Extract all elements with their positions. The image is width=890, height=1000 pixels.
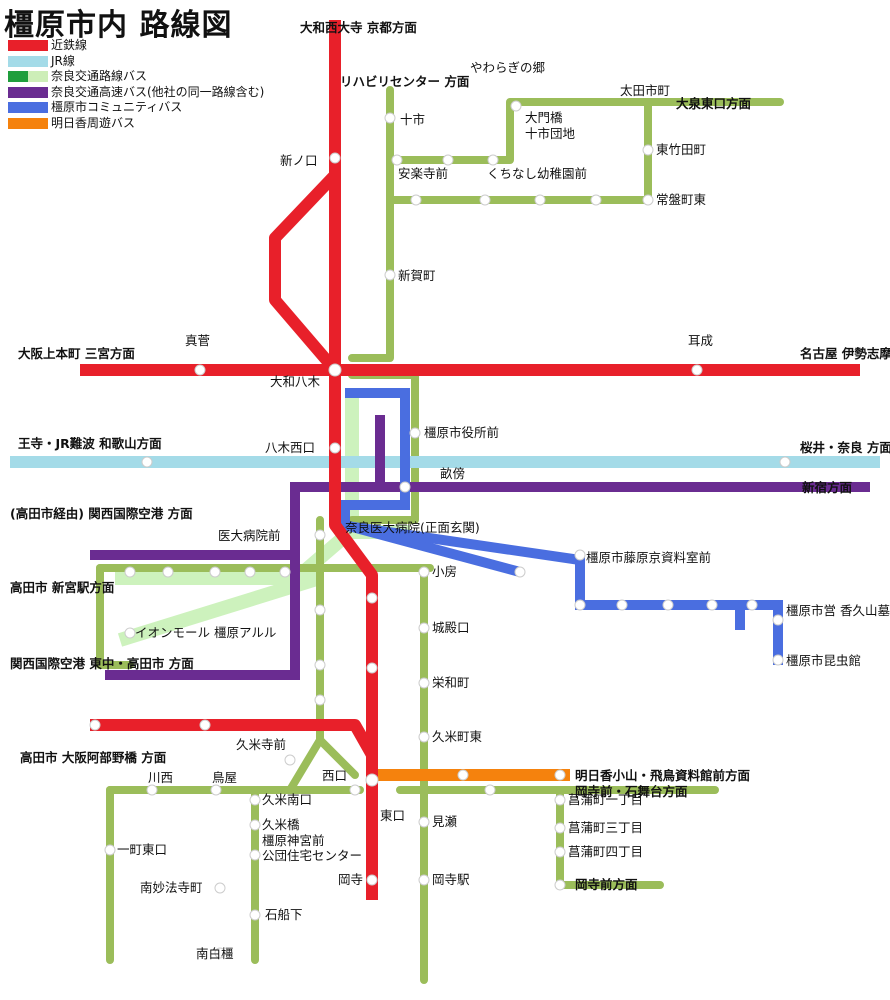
legend: 近鉄線 JR線 奈良交通路線バス 奈良交通高速バス(他社の同一路線含む) 橿原市… — [8, 38, 264, 131]
label-yagi-nishi: 八木西口 — [265, 440, 315, 455]
dir-okadera-mae: 岡寺前方面 — [575, 877, 638, 892]
label-toriya: 鳥屋 — [212, 770, 237, 785]
label-koudan: 公団住宅センター — [262, 848, 362, 863]
legend-swatch — [8, 86, 48, 98]
label-city-hall: 橿原市役所前 — [424, 425, 499, 440]
legend-swatch — [8, 40, 48, 52]
label-aeon: イオンモール 橿原アルル — [135, 625, 276, 640]
legend-label: 近鉄線 — [51, 38, 88, 52]
dir-kansai2: 関西国際空港 東中・高田市 方面 — [10, 656, 194, 671]
label-makan: 真菅 — [185, 333, 210, 348]
label-kume-bashi: 久米橋 — [262, 817, 300, 832]
dir-oizumi: 大泉東口方面 — [676, 96, 752, 111]
legend-label: 奈良交通高速バス(他社の同一路線含む) — [51, 84, 265, 99]
label-shobu-4: 菖蒲町四丁目 — [568, 844, 643, 859]
label-ichimachi: 一町東口 — [117, 842, 167, 857]
dir-osaka: 大阪上本町 三宮方面 — [18, 346, 135, 361]
label-kumedera: 久米寺前 — [236, 737, 286, 752]
label-anrakuji: 安楽寺前 — [398, 166, 448, 181]
label-obusa: 小房 — [432, 564, 457, 579]
legend-row-jr: JR線 — [8, 54, 264, 70]
legend-row-asuka: 明日香周遊バス — [8, 116, 264, 132]
label-boshi: 橿原市営 香久山墓園 — [786, 603, 890, 618]
label-daimonbashi: 大門橋 — [525, 110, 563, 125]
label-shinnokuchi: 新ノ口 — [280, 153, 318, 168]
label-ota: 太田市町 — [620, 83, 670, 98]
legend-swatch — [8, 117, 48, 129]
legend-row-highway: 奈良交通高速バス(他社の同一路線含む) — [8, 85, 264, 101]
label-jodenguchi: 城殿口 — [432, 620, 470, 635]
direction-labels: 大和西大寺 京都方面 リハビリセンター 方面 大泉東口方面 大阪上本町 三宮方面… — [10, 20, 890, 892]
station-labels: 新ノ口 十市 安楽寺前 くちなし幼稚園前 やわらぎの郷 太田市町 大門橋 十市団… — [117, 60, 890, 961]
label-tokiwa-higashi: 常盤町東 — [656, 192, 707, 207]
label-jingu-mae: 橿原神宮前 — [262, 833, 325, 848]
legend-label: JR線 — [51, 53, 75, 68]
label-minami-myoho: 南妙法寺町 — [140, 880, 203, 895]
label-kume-higashi: 久米町東 — [432, 729, 483, 744]
legend-swatch — [8, 71, 48, 83]
label-jikki-danchi: 十市団地 — [525, 126, 576, 141]
label-kume-minami: 久米南口 — [262, 792, 312, 807]
dir-nagoya: 名古屋 伊勢志摩方面 — [800, 346, 890, 361]
label-konchukan: 橿原市昆虫館 — [786, 653, 861, 668]
label-kuchinashi: くちなし幼稚園前 — [487, 166, 587, 181]
label-fujiwara: 橿原市藤原京資料室前 — [586, 550, 711, 565]
dir-saidaiji: 大和西大寺 京都方面 — [300, 20, 417, 35]
dir-rehab: リハビリセンター 方面 — [340, 74, 470, 89]
legend-label: 奈良交通路線バス — [51, 69, 148, 83]
dir-takada-shinguu: 高田市 新宮駅方面 — [10, 580, 115, 595]
label-nishiguchi: 西口 — [322, 768, 347, 783]
label-ishifune: 石船下 — [265, 907, 303, 922]
legend-row-community: 橿原市コミュニティバス — [8, 100, 264, 116]
label-higashiguchi: 東口 — [380, 808, 405, 823]
label-okadera-eki: 岡寺駅 — [432, 872, 470, 887]
dir-kansai: (高田市経由) 関西国際空港 方面 — [10, 506, 193, 521]
label-shobu-1: 菖蒲町一丁目 — [568, 792, 643, 807]
label-mise: 見瀬 — [432, 814, 458, 829]
label-miminashi: 耳成 — [688, 333, 713, 348]
label-idai-byouin: 医大病院前 — [218, 528, 281, 543]
label-higashi-takeda: 東竹田町 — [656, 142, 706, 157]
label-kawanishi: 川西 — [148, 770, 173, 785]
legend-label: 明日香周遊バス — [51, 115, 136, 130]
dir-abeno: 高田市 大阪阿部野橋 方面 — [20, 750, 167, 765]
legend-label: 橿原市コミュニティバス — [51, 100, 183, 114]
label-shinga: 新賀町 — [398, 268, 436, 283]
map-title: 橿原市内 路線図 — [4, 8, 233, 43]
dir-shinjuku: 新宿方面 — [802, 480, 853, 495]
label-okadera: 岡寺 — [338, 872, 363, 887]
label-jikki: 十市 — [400, 112, 425, 127]
legend-swatch — [8, 55, 48, 67]
legend-row-bus: 奈良交通路線バス — [8, 69, 264, 85]
dir-tennoji: 王寺・JR難波 和歌山方面 — [18, 436, 162, 451]
legend-swatch — [8, 102, 48, 114]
dir-ishibutai: 岡寺前・石舞台方面 — [575, 784, 688, 799]
dir-sakurai: 桜井・奈良 方面 — [800, 440, 890, 455]
station-markers — [89, 100, 791, 959]
dir-asuka-museum: 明日香小山・飛鳥資料館前方面 — [575, 768, 751, 783]
label-shobu-3: 菖蒲町三丁目 — [568, 820, 643, 835]
label-yamato-yagi: 大和八木 — [270, 374, 321, 389]
label-nara-idai: 奈良医大病院(正面玄関) — [345, 520, 480, 535]
label-unebi: 畝傍 — [440, 466, 465, 481]
legend-row-kintetsu: 近鉄線 — [8, 38, 264, 54]
highway-bus-lines — [90, 415, 870, 680]
label-minami-shiragashi: 南白橿 — [196, 946, 234, 961]
label-eiwa: 栄和町 — [432, 675, 470, 690]
label-yawaragi: やわらぎの郷 — [470, 60, 546, 75]
